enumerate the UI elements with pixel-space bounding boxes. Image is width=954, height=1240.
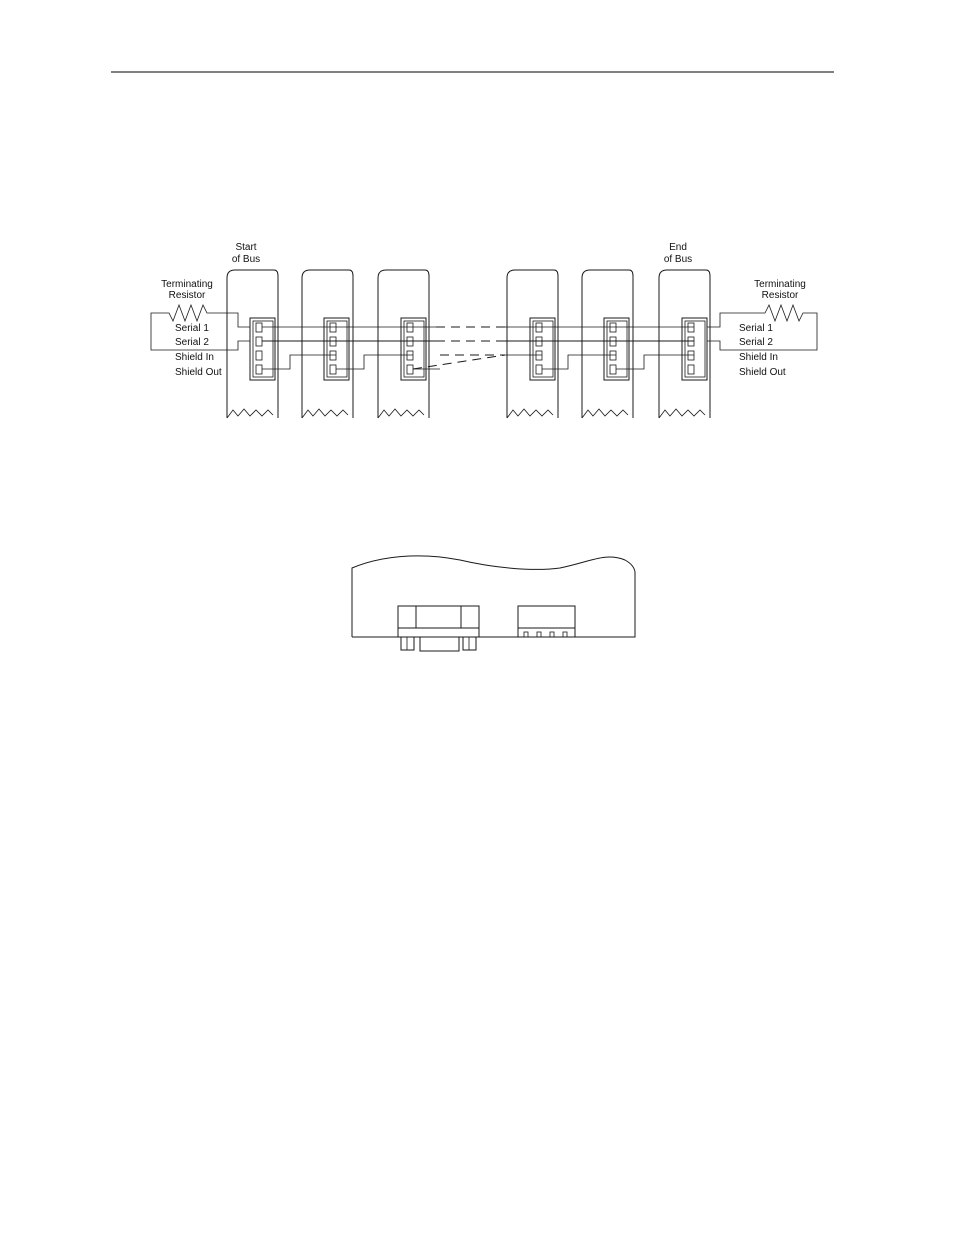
module-1 bbox=[227, 270, 278, 418]
module-3 bbox=[378, 270, 429, 418]
module-6 bbox=[659, 270, 710, 418]
module-2 bbox=[302, 270, 353, 418]
left-pin-shield-out: Shield Out bbox=[175, 367, 222, 378]
module-connector-drawing bbox=[352, 556, 635, 651]
module-4 bbox=[507, 270, 558, 418]
left-pin-serial-2: Serial 2 bbox=[175, 337, 209, 348]
right-pin-serial-1: Serial 1 bbox=[739, 323, 773, 334]
module-outline bbox=[352, 556, 635, 637]
left-pin-serial-1: Serial 1 bbox=[175, 323, 209, 334]
right-pin-labels: Serial 1 Serial 2 Shield In Shield Out bbox=[739, 323, 786, 378]
left-pin-shield-in: Shield In bbox=[175, 352, 214, 363]
module-5 bbox=[582, 270, 633, 418]
d-sub-connector bbox=[398, 606, 479, 651]
left-pin-labels: Serial 1 Serial 2 Shield In Shield Out bbox=[175, 323, 222, 378]
terminal-block-connector bbox=[518, 606, 575, 637]
right-pin-shield-in: Shield In bbox=[739, 352, 778, 363]
right-pin-serial-2: Serial 2 bbox=[739, 337, 773, 348]
right-pin-shield-out: Shield Out bbox=[739, 367, 786, 378]
